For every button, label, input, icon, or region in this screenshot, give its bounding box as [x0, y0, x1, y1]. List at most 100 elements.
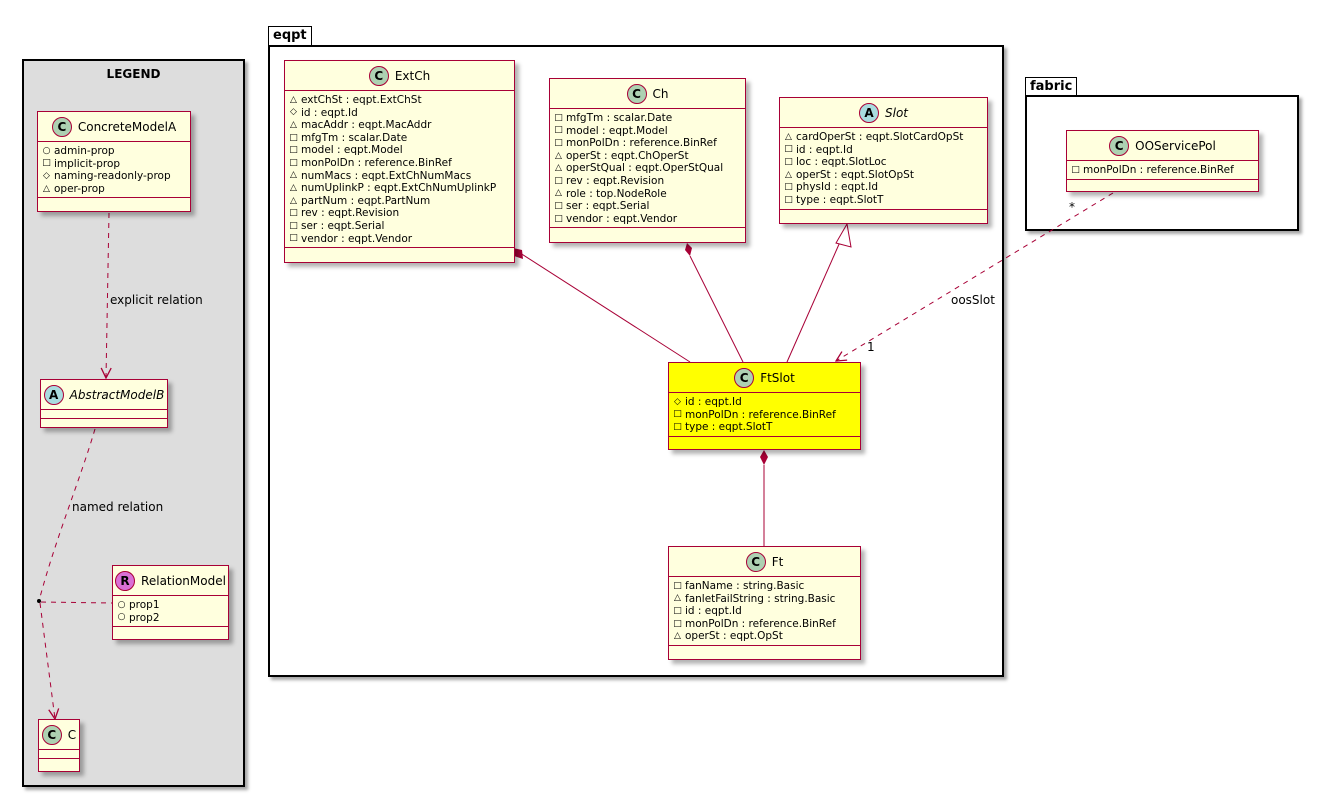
attribute-row: ○prop1: [117, 599, 224, 612]
attribute-row: □monPolDn : reference.BinRef: [673, 618, 856, 631]
attribute-text: monPolDn : reference.BinRef: [301, 156, 452, 169]
attribute-row: △operSt : eqpt.SlotOpSt: [784, 169, 983, 182]
package-visibility-icon: △: [290, 94, 297, 105]
attribute-text: implicit-prop: [54, 157, 121, 170]
attribute-text: ser : eqpt.Serial: [566, 200, 650, 213]
class-name: Ch: [652, 86, 669, 101]
attribute-text: vendor : eqpt.Vendor: [301, 232, 413, 245]
attribute-text: rev : eqpt.Revision: [566, 174, 665, 187]
attribute-row: ○prop2: [117, 612, 224, 625]
attribute-row: △numUplinkP : eqpt.ExtChNumUplinkP: [289, 182, 510, 195]
attribute-text: vendor : eqpt.Vendor: [566, 212, 678, 225]
attribute-compartment: [39, 750, 79, 759]
class-icon: C: [745, 551, 766, 572]
attribute-row: △oper-prop: [42, 183, 186, 196]
operation-compartment: [780, 210, 987, 218]
relation-junction-dot: [37, 599, 41, 603]
class-name: ConcreteModelA: [77, 119, 177, 134]
oosslot-label: oosSlot: [951, 293, 995, 307]
operation-compartment: [669, 437, 860, 445]
class-icon: C: [51, 116, 72, 137]
attribute-compartment: □mfgTm : scalar.Date□model : eqpt.Model□…: [550, 109, 745, 229]
private-visibility-icon: □: [554, 213, 563, 224]
attribute-text: monPolDn : reference.BinRef: [685, 617, 836, 630]
attribute-row: ◇id : eqpt.Id: [673, 396, 856, 409]
oosslot-relation-line: [836, 192, 1114, 361]
attribute-text: prop1: [129, 599, 160, 611]
multiplicity-one: 1: [867, 340, 875, 354]
private-visibility-icon: □: [673, 618, 682, 629]
public-visibility-icon: ○: [42, 145, 51, 156]
attribute-text: model : eqpt.Model: [301, 144, 403, 157]
ch-composition-diamond: [685, 243, 692, 256]
attribute-row: △operSt : eqpt.OpSt: [673, 630, 856, 643]
attribute-text: loc : eqpt.SlotLoc: [796, 156, 887, 169]
ft-composition-diamond: [760, 450, 768, 465]
attribute-row: ○admin-prop: [42, 145, 186, 158]
legend-title: LEGEND: [106, 67, 161, 81]
private-visibility-icon: □: [554, 112, 563, 123]
attribute-text: type : eqpt.SlotT: [685, 421, 773, 434]
attribute-text: ser : eqpt.Serial: [301, 219, 385, 232]
package-visibility-icon: △: [290, 170, 297, 181]
attribute-row: △operStQual : eqpt.OperStQual: [554, 162, 741, 175]
public-visibility-icon: ○: [117, 599, 126, 610]
attribute-row: □model : eqpt.Model: [554, 125, 741, 138]
ch-ftslot-composition: [689, 255, 744, 363]
attribute-row: △extChSt : eqpt.ExtChSt: [289, 94, 510, 107]
attribute-row: △operSt : eqpt.ChOperSt: [554, 150, 741, 163]
class-name: AbstractModelB: [69, 387, 165, 402]
attribute-row: △fanletFailString : string.Basic: [673, 593, 856, 606]
attribute-text: physId : eqpt.Id: [796, 181, 878, 194]
attribute-row: □monPolDn : reference.BinRef: [554, 137, 741, 150]
extch-ftslot-composition: [516, 250, 691, 363]
attribute-compartment: □fanName : string.Basic△fanletFailString…: [669, 577, 860, 646]
package-visibility-icon: △: [290, 182, 297, 193]
explicit-relation-label: explicit relation: [110, 293, 203, 307]
private-visibility-icon: □: [784, 194, 793, 205]
attribute-row: □id : eqpt.Id: [784, 144, 983, 157]
extch-composition-diamond: [513, 248, 523, 259]
attribute-text: rev : eqpt.Revision: [301, 207, 400, 220]
private-visibility-icon: □: [673, 409, 682, 420]
operation-compartment: [38, 198, 190, 206]
public-visibility-icon: ○: [117, 612, 126, 623]
attribute-row: □model : eqpt.Model: [289, 144, 510, 157]
attribute-row: ◇naming-readonly-prop: [42, 170, 186, 183]
operation-compartment: [285, 248, 514, 256]
attribute-row: △partNum : eqpt.PartNum: [289, 195, 510, 208]
attribute-row: □physId : eqpt.Id: [784, 181, 983, 194]
attribute-text: prop2: [129, 611, 160, 624]
attribute-row: △numMacs : eqpt.ExtChNumMacs: [289, 170, 510, 183]
private-visibility-icon: □: [289, 157, 298, 168]
private-visibility-icon: □: [289, 220, 298, 231]
attribute-row: □monPolDn : reference.BinRef: [289, 157, 510, 170]
private-visibility-icon: □: [673, 605, 682, 616]
named-relation-line: [38, 428, 96, 602]
private-visibility-icon: □: [554, 137, 563, 148]
attribute-text: monPolDn : reference.BinRef: [1083, 164, 1234, 176]
package-visibility-icon: △: [290, 195, 297, 206]
operation-compartment: [113, 627, 228, 635]
attribute-text: operSt : eqpt.ChOperSt: [566, 149, 689, 162]
private-visibility-icon: □: [554, 125, 563, 136]
attribute-text: admin-prop: [54, 145, 115, 157]
attribute-row: □rev : eqpt.Revision: [289, 207, 510, 220]
